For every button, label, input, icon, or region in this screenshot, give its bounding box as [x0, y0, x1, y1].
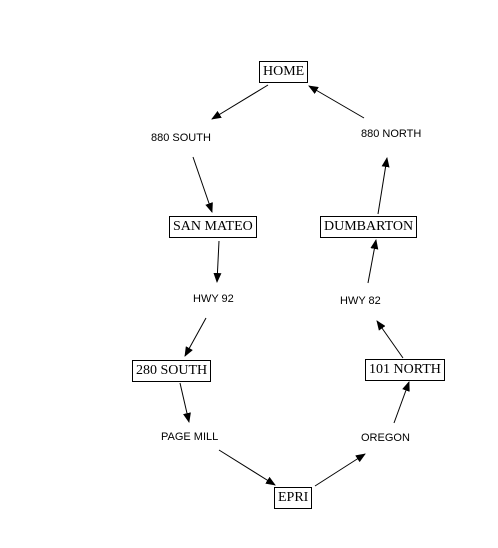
road-880-south: 880 SOUTH [151, 132, 211, 144]
arrow-hwy-92-to-280-south [184, 317, 207, 357]
road-page-mill: PAGE MILL [161, 431, 219, 443]
road-hwy-82: HWY 82 [340, 295, 381, 307]
arrow-oregon-to-101-north [393, 381, 410, 424]
node-101-north: 101 NORTH [365, 359, 445, 381]
arrow-880-north-to-home [308, 85, 365, 119]
arrow-epri-to-oregon [314, 453, 366, 487]
road-880-north: 880 NORTH [361, 128, 422, 140]
arrow-280-south-to-page-mill [179, 382, 191, 423]
node-home: HOME [259, 61, 309, 83]
arrow-dumbarton-to-880-north [377, 157, 390, 215]
node-epri: EPRI [274, 487, 313, 509]
node-dumbarton: DUMBARTON [320, 216, 418, 238]
node-san-mateo: SAN MATEO [169, 216, 257, 238]
arrow-home-to-880-south [211, 84, 269, 120]
arrow-101-north-to-hwy-82 [376, 320, 404, 359]
arrow-hwy-82-to-dumbarton [367, 239, 379, 284]
road-hwy-92: HWY 92 [193, 293, 234, 305]
road-oregon: OREGON [361, 432, 410, 444]
arrow-page-mill-to-epri [218, 449, 276, 486]
arrow-san-mateo-to-hwy-92 [213, 240, 222, 283]
node-280-south: 280 SOUTH [132, 360, 212, 382]
arrow-880-south-to-san-mateo [192, 156, 213, 213]
